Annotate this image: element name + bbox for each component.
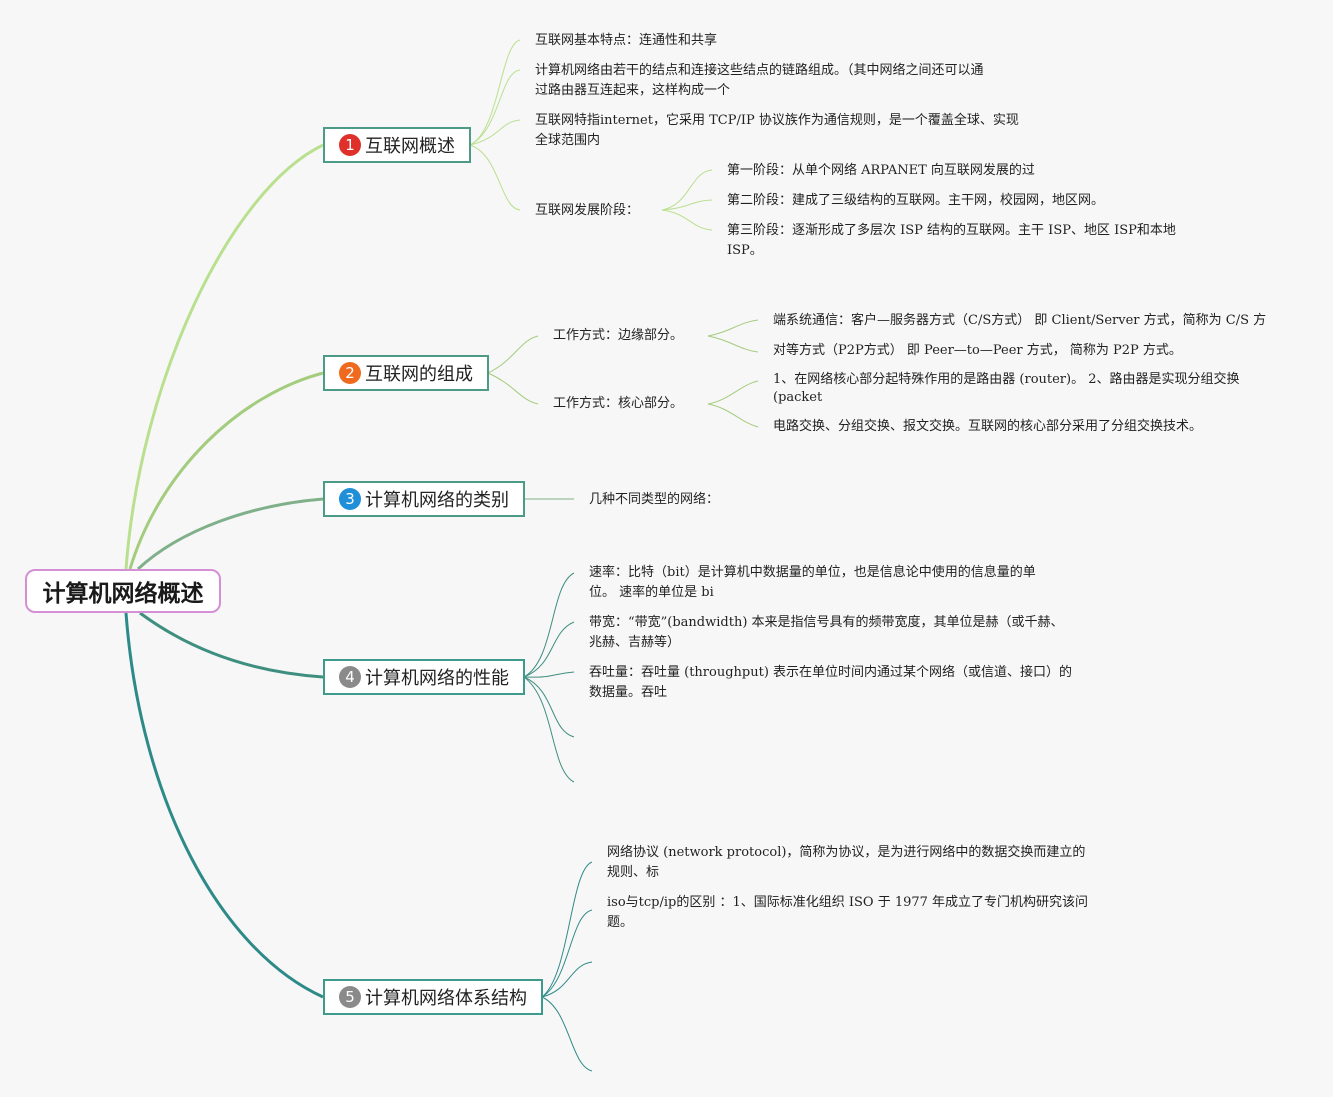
link-t2-c2-g1 bbox=[707, 380, 759, 405]
link-t2-c1-g1 bbox=[707, 319, 759, 337]
number-badge-icon: 5 bbox=[339, 986, 361, 1008]
link-t5-c4 bbox=[541, 996, 593, 1072]
link-t4-c4 bbox=[523, 676, 575, 738]
link-root-topic-3 bbox=[136, 497, 324, 571]
leaf-line: 对等方式（P2P方式） 即 Peer—to—Peer 方式， 简称为 P2P 方… bbox=[773, 343, 1182, 358]
leaf-line: 第一阶段：从单个网络 ARPANET 向互联网发展的过 bbox=[727, 163, 1035, 178]
topic-1-child-4-sub-1[interactable]: 第一阶段：从单个网络 ARPANET 向互联网发展的过 bbox=[727, 161, 1035, 181]
topic-1-child-4-sub-2[interactable]: 第二阶段：建成了三级结构的互联网。主干网，校园网，地区网。 bbox=[727, 191, 1104, 211]
leaf-line: 全球范围内 bbox=[535, 133, 601, 148]
link-t1-c4-g2 bbox=[661, 199, 713, 211]
link-t2-c2-g2 bbox=[707, 403, 759, 428]
leaf-line: 第三阶段：逐渐形成了多层次 ISP 结构的互联网。主干 ISP、地区 ISP和本… bbox=[727, 223, 1176, 238]
leaf-line: 工作方式：核心部分。 bbox=[553, 396, 684, 411]
topic-5-child-2[interactable]: iso与tcp/ip的区别 ：1、国际标准化组织 ISO 于 1977 年成立了… bbox=[607, 893, 1088, 933]
link-t2-c1-g2 bbox=[707, 335, 759, 353]
link-t4-c1 bbox=[523, 572, 575, 678]
leaf-line: 计算机网络由若干的结点和连接这些结点的链路组成。（其中网络之间还可以通 bbox=[535, 63, 984, 78]
topic-5-label: 计算机网络体系结构 bbox=[365, 988, 527, 1009]
link-t2-c1 bbox=[487, 335, 539, 374]
leaf-line: 几种不同类型的网络： bbox=[589, 492, 720, 507]
leaf-line: 题。 bbox=[607, 915, 634, 930]
link-t1-c2 bbox=[469, 69, 521, 146]
topic-3-child-1[interactable]: 几种不同类型的网络： bbox=[589, 490, 719, 510]
topic-1-child-2[interactable]: 计算机网络由若干的结点和连接这些结点的链路组成。（其中网络之间还可以通 过路由器… bbox=[535, 61, 984, 101]
number-badge-icon: 1 bbox=[339, 134, 361, 156]
leaf-line: (packet bbox=[773, 390, 823, 405]
topic-2-child-2-sub-2[interactable]: 电路交换、分组交换、报文交换。互联网的核心部分采用了分组交换技术。 bbox=[773, 417, 1202, 437]
topic-1-child-1[interactable]: 互联网基本特点：连通性和共享 bbox=[535, 31, 717, 51]
link-t2-c2 bbox=[487, 372, 539, 405]
link-t1-c3 bbox=[469, 119, 521, 146]
topic-2-child-1[interactable]: 工作方式：边缘部分。 bbox=[553, 326, 683, 346]
link-t1-c1 bbox=[469, 39, 521, 146]
leaf-line: 互联网基本特点：连通性和共享 bbox=[535, 33, 718, 48]
topic-2-child-2-sub-1[interactable]: 1、在网络核心部分起特殊作用的是路由器 (router)。 2、路由器是实现分组… bbox=[773, 371, 1240, 407]
link-t4-c3 bbox=[523, 671, 575, 678]
topic-1[interactable]: 1 互联网概述 bbox=[323, 127, 471, 163]
link-root-topic-1 bbox=[124, 143, 324, 570]
leaf-line: 带宽：“带宽”(bandwidth) 本来是指信号具有的频带宽度，其单位是赫（或… bbox=[589, 615, 1064, 630]
leaf-line: 互联网发展阶段： bbox=[535, 203, 640, 218]
link-t4-c5 bbox=[523, 676, 575, 783]
topic-4-child-2[interactable]: 带宽：“带宽”(bandwidth) 本来是指信号具有的频带宽度，其单位是赫（或… bbox=[589, 613, 1064, 653]
number-badge-icon: 2 bbox=[339, 362, 361, 384]
topic-2-child-2[interactable]: 工作方式：核心部分。 bbox=[553, 394, 683, 414]
topic-2-label: 互联网的组成 bbox=[365, 364, 473, 385]
leaf-line: 工作方式：边缘部分。 bbox=[553, 328, 684, 343]
leaf-line: 电路交换、分组交换、报文交换。互联网的核心部分采用了分组交换技术。 bbox=[773, 419, 1203, 434]
leaf-line: 数据量。吞吐 bbox=[589, 685, 668, 700]
topic-2-child-1-sub-2[interactable]: 对等方式（P2P方式） 即 Peer—to—Peer 方式， 简称为 P2P 方… bbox=[773, 341, 1182, 361]
link-root-topic-2 bbox=[128, 371, 324, 570]
number-badge-icon: 3 bbox=[339, 488, 361, 510]
leaf-line: 1、在网络核心部分起特殊作用的是路由器 (router)。 2、路由器是实现分组… bbox=[773, 372, 1240, 387]
leaf-line: 吞吐量：吞吐量 (throughput) 表示在单位时间内通过某个网络（或信道、… bbox=[589, 665, 1073, 680]
topic-3[interactable]: 3 计算机网络的类别 bbox=[323, 481, 525, 517]
topic-4[interactable]: 4 计算机网络的性能 bbox=[323, 659, 525, 695]
root-topic-label: 计算机网络概述 bbox=[42, 581, 204, 607]
leaf-line: 位。 速率的单位是 bi bbox=[589, 585, 714, 600]
link-root-topic-5 bbox=[124, 612, 324, 999]
link-t1-c4-g1 bbox=[661, 169, 713, 211]
leaf-line: 速率：比特（bit）是计算机中数据量的单位，也是信息论中使用的信息量的单 bbox=[589, 565, 1036, 580]
topic-2-child-1-sub-1[interactable]: 端系统通信：客户—服务器方式（C/S方式） 即 Client/Server 方式… bbox=[773, 311, 1266, 331]
topic-5[interactable]: 5 计算机网络体系结构 bbox=[323, 979, 543, 1015]
topic-1-label: 互联网概述 bbox=[365, 136, 455, 157]
link-t5-c2 bbox=[541, 909, 593, 998]
topic-4-child-1[interactable]: 速率：比特（bit）是计算机中数据量的单位，也是信息论中使用的信息量的单 位。 … bbox=[589, 563, 1036, 603]
leaf-line: 过路由器互连起来，这样构成一个 bbox=[535, 83, 731, 98]
link-t5-c3 bbox=[541, 961, 593, 998]
leaf-line: 网络协议 (network protocol)，简称为协议，是为进行网络中的数据… bbox=[607, 845, 1086, 860]
leaf-line: iso与tcp/ip的区别 ：1、国际标准化组织 ISO 于 1977 年成立了… bbox=[607, 895, 1089, 910]
topic-1-child-4[interactable]: 互联网发展阶段： bbox=[535, 201, 639, 221]
leaf-line: 规则、标 bbox=[607, 865, 660, 880]
topic-3-label: 计算机网络的类别 bbox=[365, 490, 509, 511]
leaf-line: 端系统通信：客户—服务器方式（C/S方式） 即 Client/Server 方式… bbox=[773, 313, 1267, 328]
root-topic[interactable]: 计算机网络概述 bbox=[25, 569, 221, 613]
topic-4-label: 计算机网络的性能 bbox=[365, 668, 509, 689]
leaf-line: 互联网特指internet，它采用 TCP/IP 协议族作为通信规则，是一个覆盖… bbox=[535, 113, 1019, 128]
number-badge-icon: 4 bbox=[339, 666, 361, 688]
leaf-line: 第二阶段：建成了三级结构的互联网。主干网，校园网，地区网。 bbox=[727, 193, 1105, 208]
link-t1-c4-g3 bbox=[661, 209, 713, 231]
link-t1-c4 bbox=[469, 144, 521, 211]
link-t5-c1 bbox=[541, 861, 593, 998]
leaf-line: ISP。 bbox=[727, 243, 763, 258]
topic-1-child-3[interactable]: 互联网特指internet，它采用 TCP/IP 协议族作为通信规则，是一个覆盖… bbox=[535, 111, 1019, 151]
topic-4-child-3[interactable]: 吞吐量：吞吐量 (throughput) 表示在单位时间内通过某个网络（或信道、… bbox=[589, 663, 1072, 703]
link-t4-c2 bbox=[523, 621, 575, 678]
topic-2[interactable]: 2 互联网的组成 bbox=[323, 355, 489, 391]
topic-5-child-1[interactable]: 网络协议 (network protocol)，简称为协议，是为进行网络中的数据… bbox=[607, 843, 1085, 883]
topic-1-child-4-sub-3[interactable]: 第三阶段：逐渐形成了多层次 ISP 结构的互联网。主干 ISP、地区 ISP和本… bbox=[727, 221, 1176, 261]
link-root-topic-4 bbox=[139, 611, 324, 679]
leaf-line: 兆赫、吉赫等） bbox=[589, 635, 681, 650]
